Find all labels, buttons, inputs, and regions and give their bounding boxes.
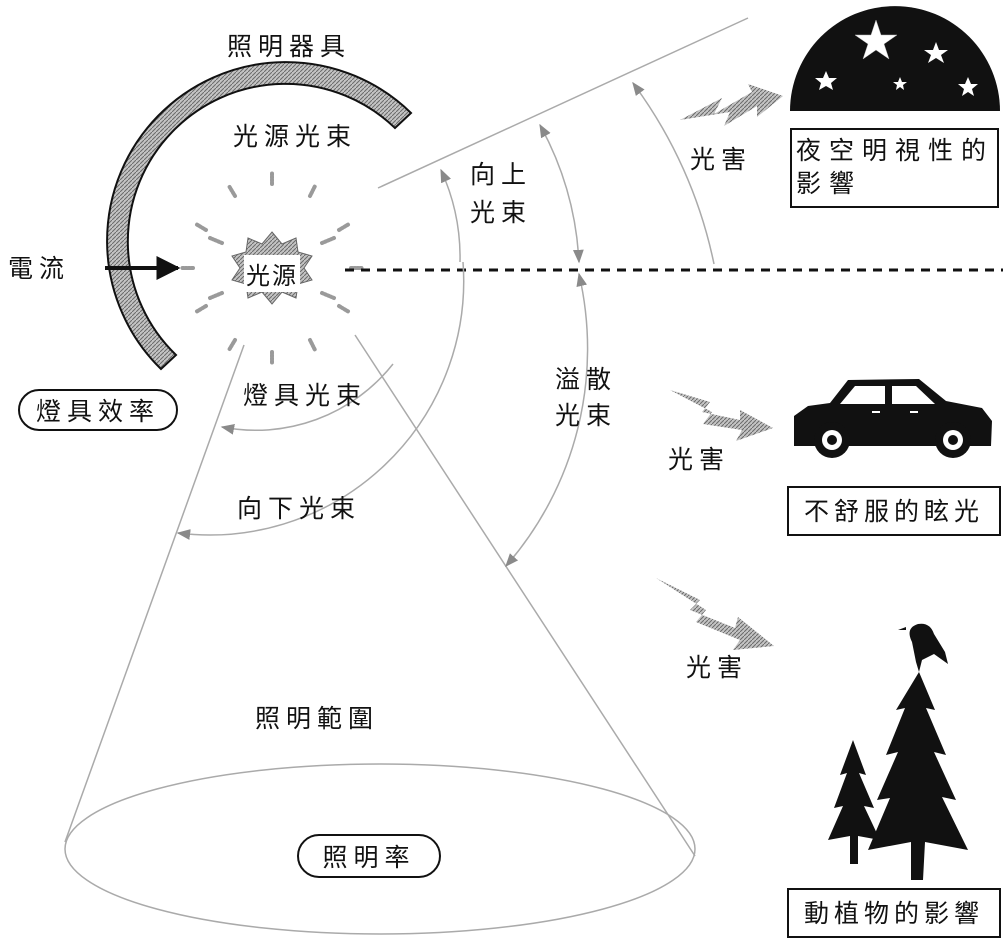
harm-arrow-2 (670, 390, 773, 441)
fixture-efficiency-pill: 燈具效率 (18, 389, 178, 431)
current-label: 電流 (8, 254, 71, 283)
harm-label-3: 光害 (686, 653, 749, 682)
outer-flux-arc (632, 81, 715, 265)
effect-box-glare: 不舒服的眩光 (787, 486, 1001, 536)
illumination-rate-label: 照明率 (322, 843, 416, 872)
night-sky-icon (790, 6, 1000, 112)
tree-bird-icon (828, 623, 968, 880)
downward-flux-arc (176, 261, 465, 540)
spill-flux-label-line1: 溢散 (555, 365, 618, 394)
fixture-reflector (106, 61, 413, 371)
upward-boundary-line (377, 17, 749, 189)
fixture-label: 照明器具 (227, 32, 352, 61)
harm-label-1: 光害 (690, 145, 753, 174)
source-label: 光源 (244, 255, 300, 292)
cone-left-line (64, 344, 245, 843)
effect-night-sky-line2: 影響 (796, 169, 863, 198)
spill-lower-arc (505, 272, 589, 568)
lighting-area-ellipse (64, 763, 696, 935)
spill-upper-arc (539, 123, 584, 264)
car-icon (794, 379, 992, 458)
effect-ecology-label: 動植物的影響 (803, 898, 984, 928)
harm-label-2: 光害 (668, 445, 731, 474)
spill-flux-label-line2: 光束 (555, 401, 618, 430)
fixture-efficiency-label: 燈具效率 (35, 397, 160, 426)
fixture-flux-label: 燈具光束 (243, 381, 368, 410)
harm-arrow-3 (656, 578, 774, 650)
fixture-flux-arc (220, 363, 394, 435)
upward-flux-label-line1: 向上 (470, 160, 533, 189)
upward-flux-label-line2: 光束 (470, 198, 533, 227)
effect-box-night-sky: 夜空明視性的 影響 (790, 128, 999, 208)
effect-night-sky-line1: 夜空明視性的 (796, 136, 995, 165)
cone-right-line (354, 334, 696, 857)
effect-box-ecology: 動植物的影響 (787, 888, 1001, 938)
source-rays (180, 170, 364, 366)
source-flux-label: 光源光束 (233, 122, 358, 151)
downward-flux-label: 向下光束 (237, 494, 362, 523)
upward-flux-arc (440, 168, 461, 263)
illumination-rate-pill: 照明率 (297, 834, 441, 878)
lighting-area-label: 照明範圍 (255, 704, 380, 733)
effect-glare-label: 不舒服的眩光 (803, 496, 984, 526)
harm-arrow-1 (680, 84, 783, 126)
